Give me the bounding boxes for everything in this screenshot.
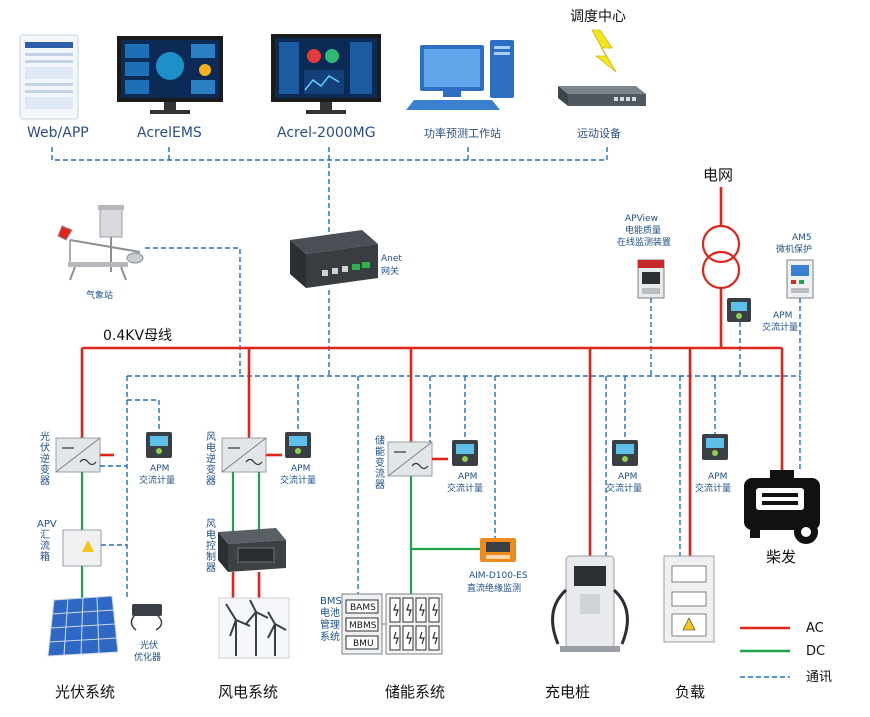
bams-label: BAMS: [350, 603, 376, 613]
bms-stack: [341, 593, 383, 655]
lightning-icon: [591, 29, 617, 73]
legend-comm-label: 通讯: [806, 670, 832, 685]
acrel-ems-monitor: [117, 36, 223, 114]
charging-branch: [588, 348, 607, 556]
gateway-device: [290, 230, 378, 288]
wind-apm-meter: [285, 432, 311, 458]
am5-protection-device: [786, 259, 814, 299]
acrel-2000mg-label: Acrel-2000MG: [277, 125, 376, 141]
pv-optimizer-label-1: 光伏: [140, 639, 158, 651]
am5-label-1: AM5: [792, 233, 812, 243]
top-comm-lines: [51, 147, 608, 236]
pv-inverter-label: 光伏逆变器: [40, 430, 50, 487]
storage-branch: [387, 348, 480, 594]
wind-system-label: 风电系统: [218, 683, 278, 701]
pv-apm-name: APM: [150, 464, 169, 474]
pv-panel-icon: [47, 595, 119, 657]
load-apm-meter: [702, 434, 728, 460]
load-system-label: 负载: [675, 683, 705, 701]
load-branch: [679, 348, 692, 556]
am5-label-2: 微机保护: [776, 243, 812, 255]
charging-apm-name: APM: [618, 472, 637, 482]
weather-station-icon: [57, 205, 144, 281]
web-app-label: Web/APP: [27, 125, 89, 141]
acrel-2000mg-monitor: [271, 34, 381, 114]
wind-apm-desc: 交流计量: [280, 474, 316, 486]
weather-station-label: 气象站: [86, 289, 113, 301]
wind-turbine-icon: [218, 597, 290, 659]
dispatch-center-label: 调度中心: [570, 9, 626, 25]
diesel-branch: [780, 348, 801, 470]
web-app-screen: [19, 34, 79, 120]
charging-apm-meter: [612, 440, 638, 466]
aim-insulation-monitor: [480, 538, 516, 562]
apview-label-2: 电能质量: [625, 224, 661, 236]
remote-device-label: 远动设备: [577, 126, 621, 140]
legend: AC DC 通讯: [740, 621, 832, 685]
apview-label-1: APView: [625, 214, 658, 224]
gateway-label-1: Anet: [381, 254, 402, 264]
aim-label-2: 直流绝缘监测: [467, 582, 521, 594]
storage-pcs-label: 储能变流器: [375, 434, 385, 491]
acrel-ems-label: AcrelEMS: [137, 125, 202, 141]
pv-system-label: 光伏系统: [55, 683, 115, 701]
storage-apm-name: APM: [458, 472, 477, 482]
weather-comm-line: [145, 247, 241, 376]
charging-pile-icon: [551, 555, 629, 652]
pv-optimizer-icon: [130, 604, 163, 631]
bmu-label: BMU: [353, 639, 374, 649]
aim-label-1: AIM-D100-ES: [469, 571, 528, 581]
pv-branch: [55, 348, 114, 600]
pv-apm-meter: [146, 432, 172, 458]
apview-device: [637, 259, 665, 299]
legend-dc-label: DC: [806, 644, 825, 659]
grid-apm-desc: 交流计量: [762, 321, 798, 333]
legend-ac-label: AC: [806, 621, 824, 636]
battery-rack: [385, 593, 443, 655]
grid-apm-meter: [727, 298, 751, 322]
grid-transformer-icon: [701, 187, 741, 348]
gateway-label-2: 网关: [381, 265, 399, 277]
diesel-system-label: 柴发: [766, 548, 796, 566]
grid-label: 电网: [703, 166, 733, 184]
grid-apm-name: APM: [773, 311, 792, 321]
storage-system-label: 储能系统: [385, 683, 445, 701]
wind-branch: [218, 348, 286, 598]
pv-apm-desc: 交流计量: [139, 474, 175, 486]
wind-inverter-label: 风电逆变器: [206, 431, 216, 487]
storage-apm-meter: [452, 440, 478, 466]
apview-label-3: 在线监测装置: [617, 236, 671, 248]
workstation-computer: [406, 40, 514, 110]
charging-system-label: 充电桩: [545, 683, 590, 701]
bus-label: 0.4KV母线: [103, 328, 172, 344]
storage-apm-desc: 交流计量: [447, 482, 483, 494]
diesel-generator-icon: [744, 470, 820, 544]
load-apm-desc: 交流计量: [695, 482, 731, 494]
load-cabinet-icon: [663, 555, 715, 643]
load-apm-name: APM: [708, 472, 727, 482]
power-forecast-label: 功率预测工作站: [424, 126, 501, 140]
wind-apm-name: APM: [291, 464, 310, 474]
wind-controller-label: 风电控制器: [206, 518, 216, 574]
remote-device-box: [558, 86, 646, 106]
pv-optimizer-label-2: 优化器: [134, 651, 161, 663]
mbms-label: MBMS: [349, 621, 377, 631]
charging-apm-desc: 交流计量: [606, 482, 642, 494]
